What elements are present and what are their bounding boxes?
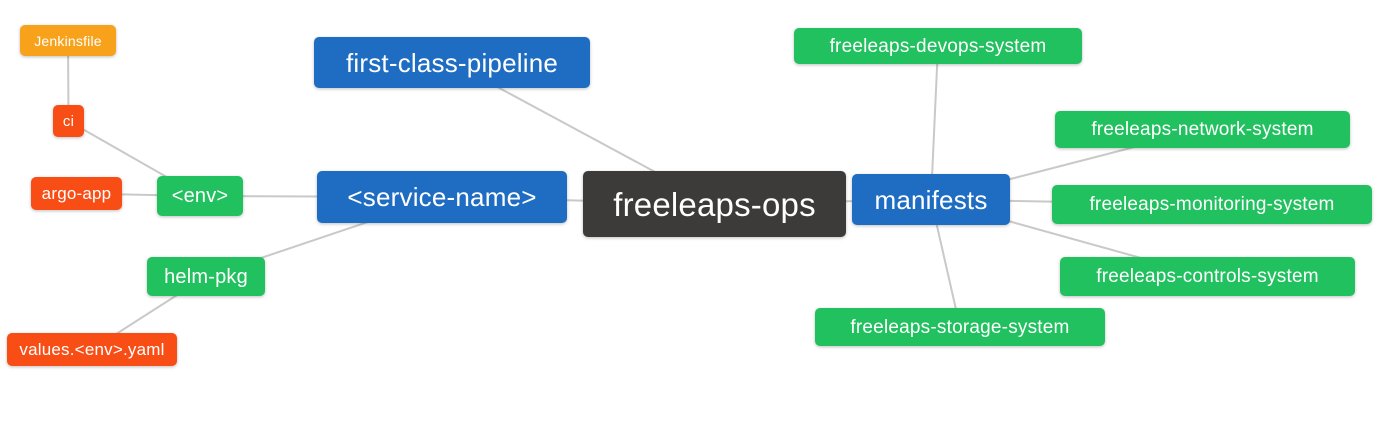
node-controls-system[interactable]: freeleaps-controls-system — [1060, 257, 1355, 296]
node-helm-pkg[interactable]: helm-pkg — [147, 257, 265, 296]
node-monitoring-system[interactable]: freeleaps-monitoring-system — [1052, 185, 1372, 224]
edge-manifests-devops-system — [930, 45, 939, 200]
node-first-class-pipeline[interactable]: first-class-pipeline — [314, 37, 590, 88]
node-network-system[interactable]: freeleaps-network-system — [1055, 111, 1350, 148]
node-storage-system[interactable]: freeleaps-storage-system — [815, 308, 1105, 346]
node-service-name[interactable]: <service-name> — [317, 171, 567, 223]
node-argo-app[interactable]: argo-app — [31, 177, 122, 210]
node-freeleaps-ops[interactable]: freeleaps-ops — [583, 171, 846, 237]
node-ci[interactable]: ci — [53, 105, 84, 137]
node-jenkinsfile[interactable]: Jenkinsfile — [20, 25, 116, 56]
node-env[interactable]: <env> — [157, 176, 243, 216]
node-devops-system[interactable]: freeleaps-devops-system — [794, 28, 1082, 64]
node-values-env-yaml[interactable]: values.<env>.yaml — [7, 333, 177, 366]
node-manifests[interactable]: manifests — [852, 174, 1010, 225]
